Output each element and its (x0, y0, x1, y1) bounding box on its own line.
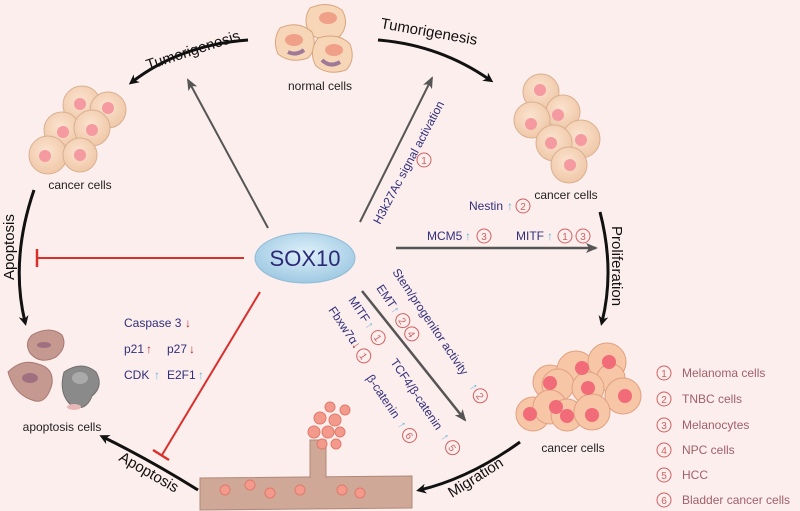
ref-number: 2 (473, 391, 485, 402)
apoptosis-left-label: Apoptosis (1, 214, 18, 280)
down-arrow-icon: ↓ (189, 342, 195, 356)
ref-number: 1 (371, 333, 383, 344)
legend-label: NPC cells (682, 443, 735, 457)
sox10-label: SOX10 (270, 246, 341, 271)
down-arrow-icon: ↓ (185, 316, 191, 330)
proliferation-label: Proliferation (608, 226, 625, 306)
legend-label: Bladder cancer cells (682, 493, 790, 507)
up-arrow-icon: ↑ (146, 342, 152, 356)
cancer-cells-left-label: cancer cells (48, 178, 111, 192)
up-arrow-icon: ↑ (467, 380, 482, 393)
ref-number: 2 (395, 316, 407, 327)
legend-label: Melanocytes (682, 418, 749, 432)
cancer-cells-left-illustration (28, 85, 127, 175)
ref-number: 1 (356, 351, 368, 362)
mcm5-text: MCM5 (427, 229, 463, 243)
legend-item: 6 Bladder cancer cells (656, 492, 790, 508)
tumorigenesis-right-arrow (377, 38, 494, 83)
legend-number: 3 (661, 421, 667, 432)
caspase3-annotation: Caspase 3 ↓ (124, 316, 191, 330)
mcm5-annotation: MCM5 ↑ 3 (427, 228, 492, 244)
cancer-cells-bottom-illustration (515, 342, 642, 432)
cdk-annotation: CDK ↑ (124, 368, 160, 382)
nestin-annotation: Nestin ↑ 2 (469, 198, 531, 214)
legend-number: 5 (661, 471, 667, 482)
normal-cells-label: normal cells (288, 79, 352, 93)
legend-number: 6 (661, 496, 667, 507)
legend-label: TNBC cells (682, 392, 742, 406)
legend-item: 3 Melanocytes (656, 417, 749, 433)
ref-number: 3 (580, 232, 586, 243)
h3k27ac-text: H3k27Ac signal activation (370, 98, 447, 226)
tcf4-text: TCF4/β-catenin (388, 356, 446, 433)
ref-number: 3 (481, 232, 487, 243)
sox10-h3k27ac-arrow (359, 76, 433, 223)
p21-annotation: p21 ↑ (124, 342, 152, 356)
sox10-migration-arrow (361, 290, 467, 422)
apoptosis-left-arrow (17, 189, 36, 326)
apoptosis-cells-label: apoptosis cells (23, 420, 102, 434)
legend-item: 5 HCC (656, 467, 708, 483)
up-arrow-icon: ↑ (547, 229, 553, 243)
up-arrow-icon: ↑ (507, 199, 513, 213)
normal-cells-illustration (274, 4, 353, 73)
legend-item: 4 NPC cells (656, 442, 735, 458)
cdk-text: CDK (124, 368, 149, 382)
nestin-text: Nestin (469, 199, 503, 213)
sox10-to-tumorigenesis-left-arrow (187, 78, 269, 229)
e2f1-annotation: E2F1 ↑ (167, 368, 204, 382)
legend: 1 Melanoma cells 2 TNBC cells 3 Melanocy… (656, 365, 790, 508)
apoptosis-cells-illustration (7, 329, 100, 410)
ref-number: 4 (404, 329, 416, 340)
blood-vessel-illustration (199, 401, 413, 511)
up-arrow-icon: ↑ (154, 368, 160, 382)
legend-number: 1 (661, 369, 667, 380)
legend-item: 1 Melanoma cells (656, 365, 765, 381)
mitf-text: MITF (516, 229, 544, 243)
tumorigenesis-left-label: Tumorigenesis (144, 27, 242, 73)
sox10-inhibit-apoptosis-left (35, 249, 244, 267)
ref-number: 1 (421, 156, 427, 167)
up-arrow-icon: ↑ (198, 368, 204, 382)
p27-annotation: p27 ↓ (167, 342, 195, 356)
ref-number: 1 (562, 232, 568, 243)
cancer-cells-right-illustration (513, 73, 601, 184)
cancer-cells-right-label: cancer cells (534, 188, 597, 202)
legend-item: 2 TNBC cells (656, 391, 742, 407)
sox10-inhibit-apoptosis-bottom (152, 291, 261, 462)
up-arrow-icon: ↑ (465, 229, 471, 243)
ref-number: 5 (445, 443, 457, 454)
h3k27ac-ref: 1 (416, 152, 432, 168)
tumorigenesis-left-arrow (128, 38, 249, 85)
p21-text: p21 (124, 342, 144, 356)
p27-text: p27 (167, 342, 187, 356)
proliferation-arrow (598, 211, 610, 326)
ref-number: 2 (520, 202, 526, 213)
h3k27ac-annotation: H3k27Ac signal activation (370, 98, 447, 226)
cancer-cells-bottom-label: cancer cells (541, 441, 604, 455)
legend-label: HCC (682, 468, 708, 482)
legend-number: 4 (661, 446, 667, 457)
mitf-proliferation-annotation: MITF ↑ 1 3 (516, 228, 591, 244)
legend-number: 2 (661, 395, 667, 406)
sox10-node: SOX10 (254, 232, 356, 284)
migration-arrow (416, 440, 521, 494)
ref-number: 6 (402, 431, 414, 442)
bcatenin-text: β-catenin (364, 372, 403, 421)
tumorigenesis-right-label: Tumorigenesis (379, 15, 478, 49)
apoptosis-bottom-arrow (99, 435, 199, 492)
caspase3-text: Caspase 3 (124, 316, 182, 330)
legend-label: Melanoma cells (682, 366, 765, 380)
e2f1-text: E2F1 (167, 368, 196, 382)
